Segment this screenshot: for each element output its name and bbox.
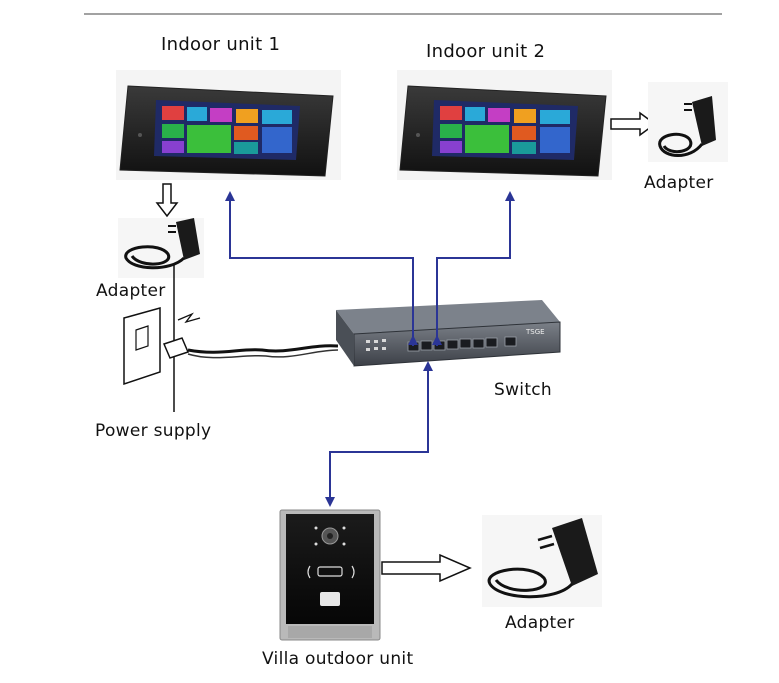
power-arrow-indoor-2: [610, 111, 657, 137]
adapter-left-label: Adapter: [96, 281, 166, 301]
indoor-unit-1-tablet: [116, 70, 341, 180]
switch-ports: [407, 336, 517, 352]
network-switch: TSGE: [336, 300, 561, 367]
villa-outdoor-unit: [279, 509, 381, 641]
power-arrow-outdoor: [381, 553, 472, 583]
tablet-2-tiles: [440, 106, 570, 154]
switch-led-panel: [366, 339, 386, 351]
switch-label: Switch: [494, 380, 553, 400]
indoor-unit-2-tablet: [397, 70, 612, 180]
adapter-bottom: [482, 515, 602, 607]
outdoor-unit-label: Villa outdoor unit: [262, 649, 414, 669]
power-arrow-indoor-1: [155, 183, 179, 218]
link-switch-to-indoor-1: [225, 191, 414, 346]
network-links: [225, 191, 515, 507]
adapter-top-right: [648, 82, 728, 162]
indoor-unit-1-label: Indoor unit 1: [161, 34, 281, 55]
switch-brand: TSGE: [525, 328, 545, 336]
power-supply-wall-socket: [123, 265, 339, 412]
tablet-1-tiles: [162, 106, 292, 154]
adapter-top-right-label: Adapter: [644, 173, 714, 193]
power-supply-label: Power supply: [95, 421, 212, 441]
link-switch-to-outdoor: [325, 361, 433, 507]
indoor-unit-2-label: Indoor unit 2: [426, 41, 546, 62]
link-switch-to-indoor-2: [436, 191, 515, 346]
adapter-bottom-label: Adapter: [505, 613, 575, 633]
adapter-left: [118, 218, 204, 278]
